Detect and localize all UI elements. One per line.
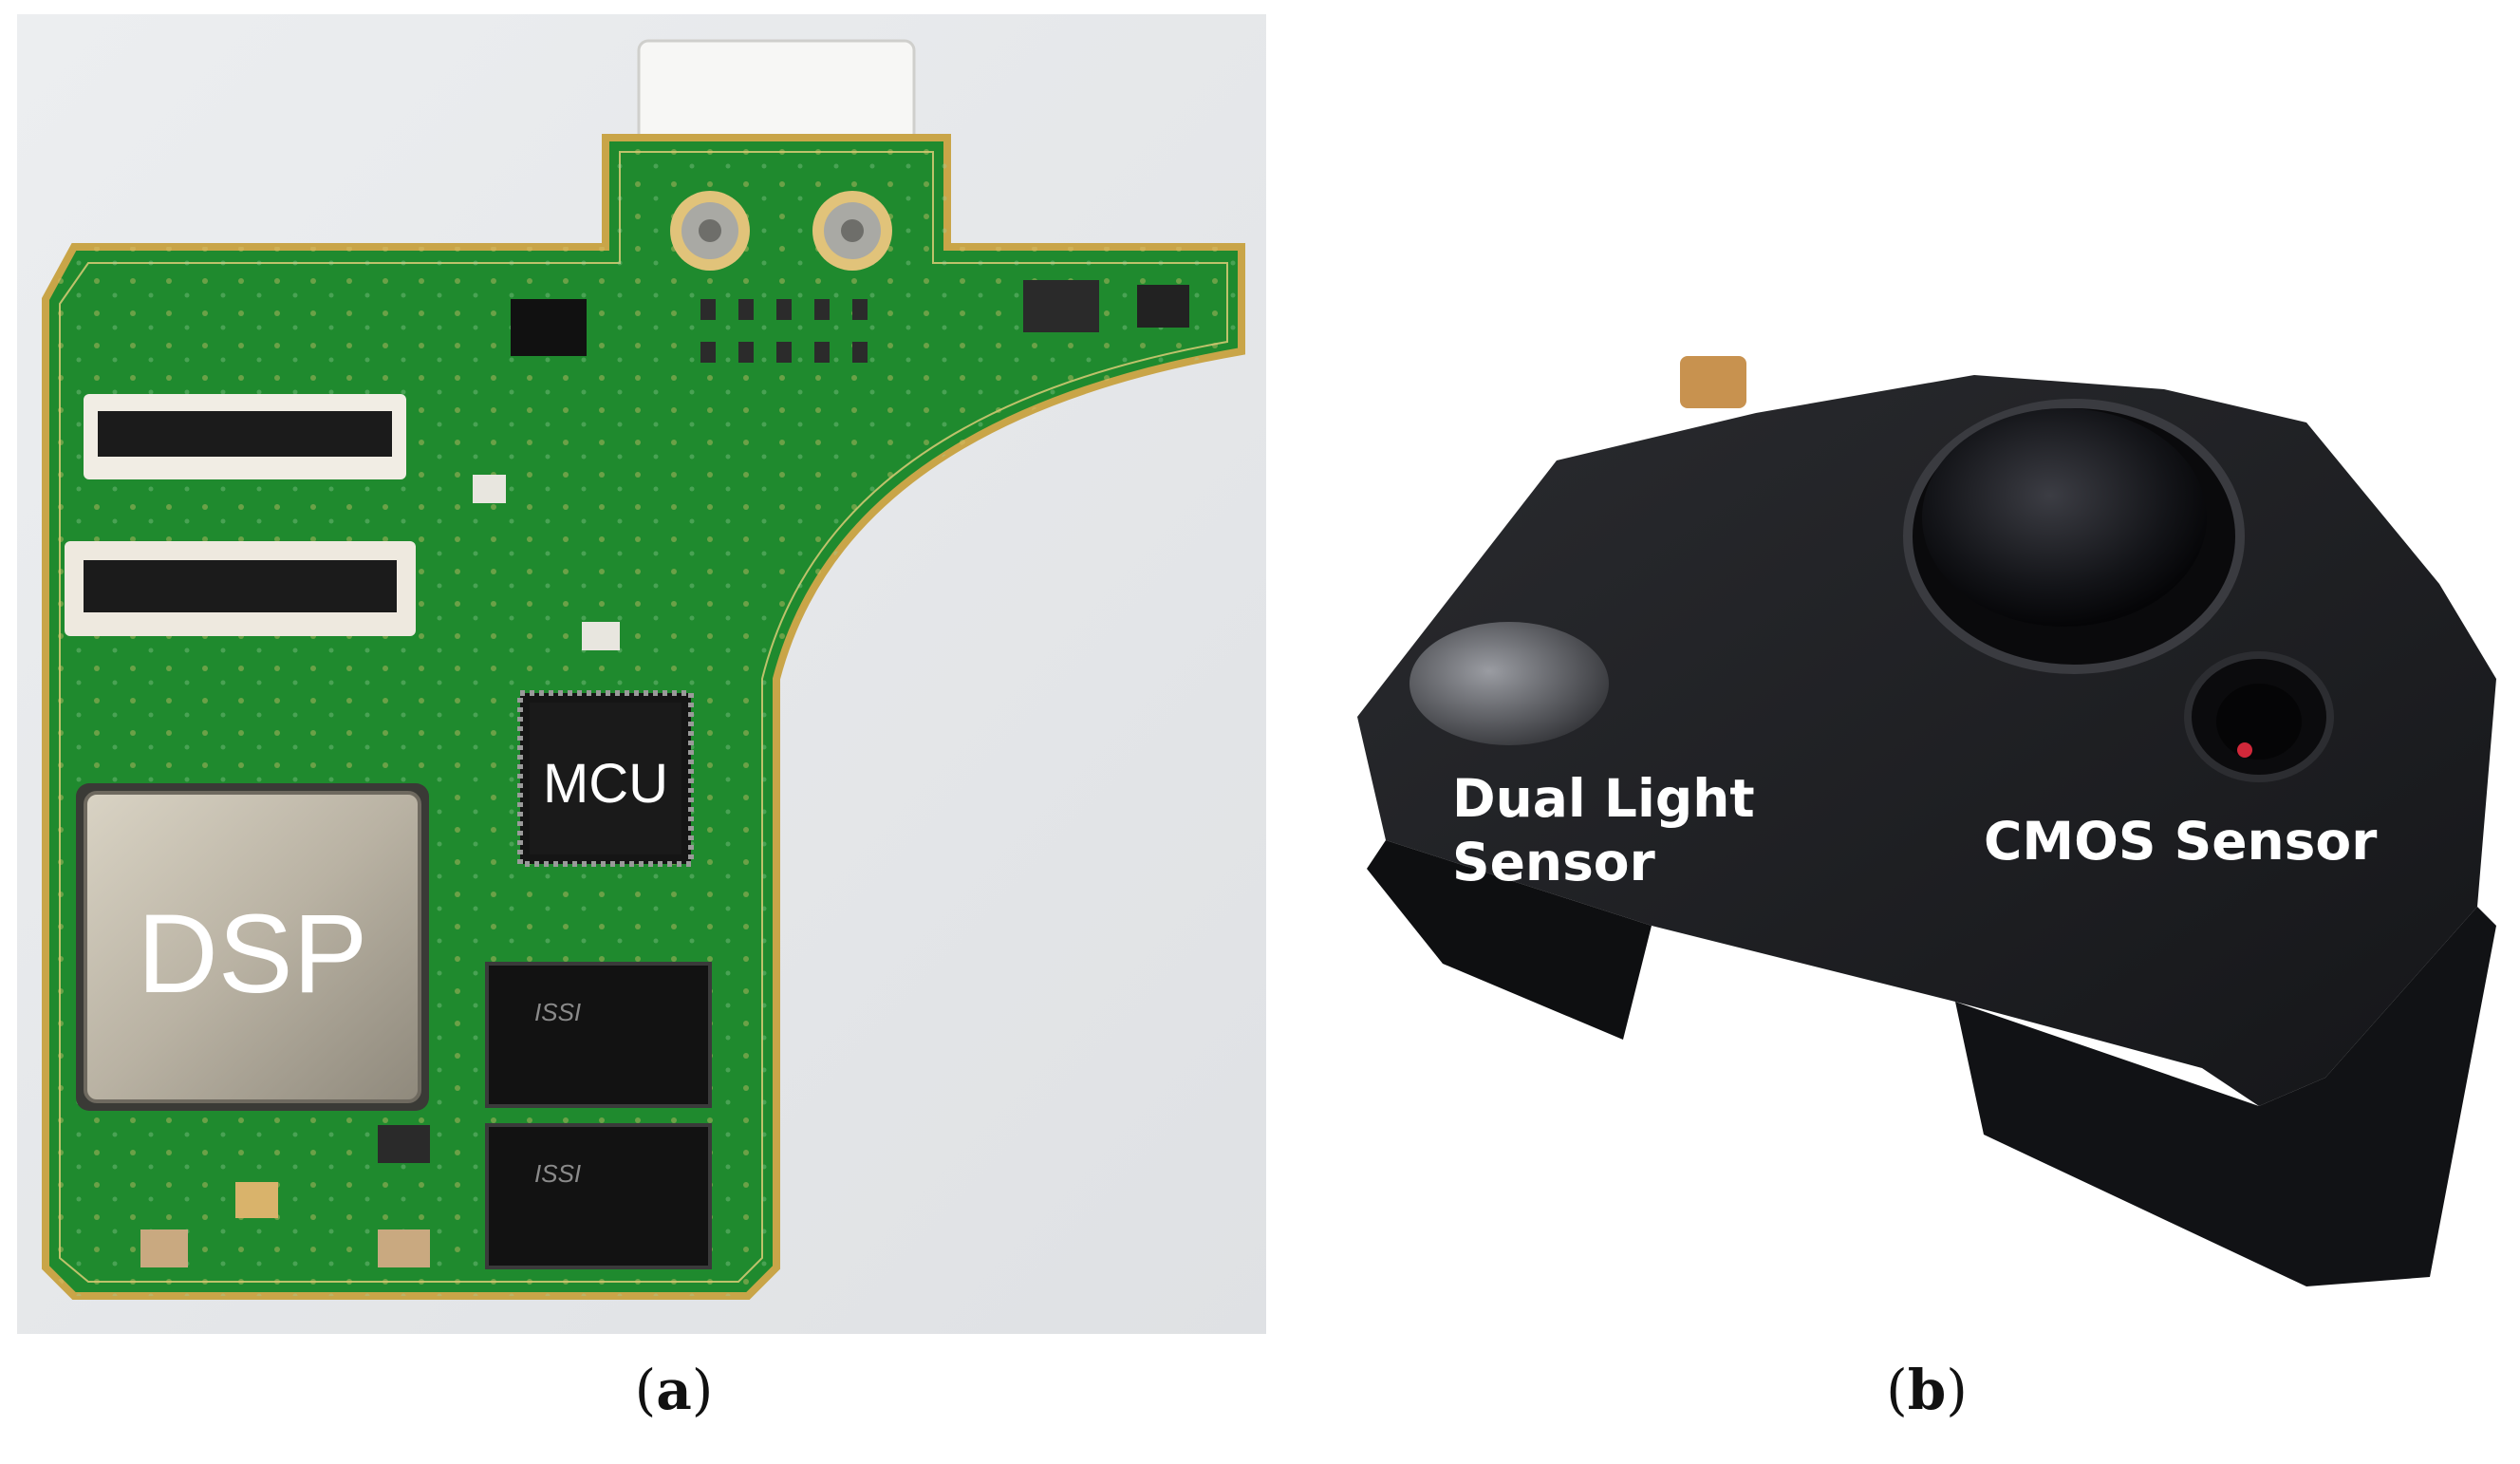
sensor-housing-photo: Dual Light Sensor CMOS Sensor bbox=[1310, 14, 2515, 1334]
caption-a-letter: a bbox=[656, 1358, 692, 1422]
caption-b-letter: b bbox=[1907, 1358, 1947, 1422]
svg-text:ISSI: ISSI bbox=[534, 998, 581, 1026]
dual-light-label-line2: Sensor bbox=[1452, 832, 1655, 892]
pcb-illustration: MCU DSP ISSI ISSI bbox=[17, 14, 1266, 1334]
screw-right bbox=[812, 191, 892, 271]
dual-light-sensor-dome bbox=[1409, 622, 1609, 745]
pcb-photo: MCU DSP ISSI ISSI bbox=[17, 14, 1266, 1334]
screw-left bbox=[670, 191, 750, 271]
fpc-connector-bottom bbox=[65, 541, 416, 636]
sensor-illustration: Dual Light Sensor CMOS Sensor bbox=[1310, 14, 2515, 1334]
svg-text:ISSI: ISSI bbox=[534, 1159, 581, 1188]
dual-light-label-line1: Dual Light bbox=[1452, 768, 1755, 829]
memory-chip-top: ISSI bbox=[485, 962, 712, 1108]
cmos-sensor-label: CMOS Sensor bbox=[1984, 811, 2377, 872]
caption-b: (b) bbox=[1886, 1358, 1968, 1422]
ambient-sensor bbox=[1680, 356, 1746, 408]
mcu-chip: MCU bbox=[517, 690, 694, 867]
cmos-sensor-lens bbox=[2184, 651, 2334, 782]
fpc-connector-top bbox=[84, 394, 406, 479]
dsp-chip: DSP bbox=[76, 783, 429, 1111]
dsp-label: DSP bbox=[138, 892, 368, 1017]
caption-a: (a) bbox=[634, 1358, 714, 1422]
memory-chip-bottom: ISSI bbox=[485, 1123, 712, 1269]
mcu-label: MCU bbox=[543, 753, 668, 815]
